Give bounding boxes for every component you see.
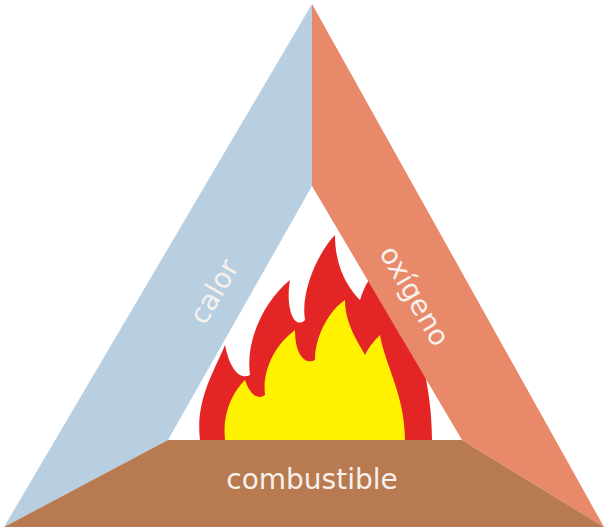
band-label: combustible [226, 466, 397, 494]
band-label: calor [185, 255, 244, 329]
band-label: oxígeno [374, 241, 453, 351]
